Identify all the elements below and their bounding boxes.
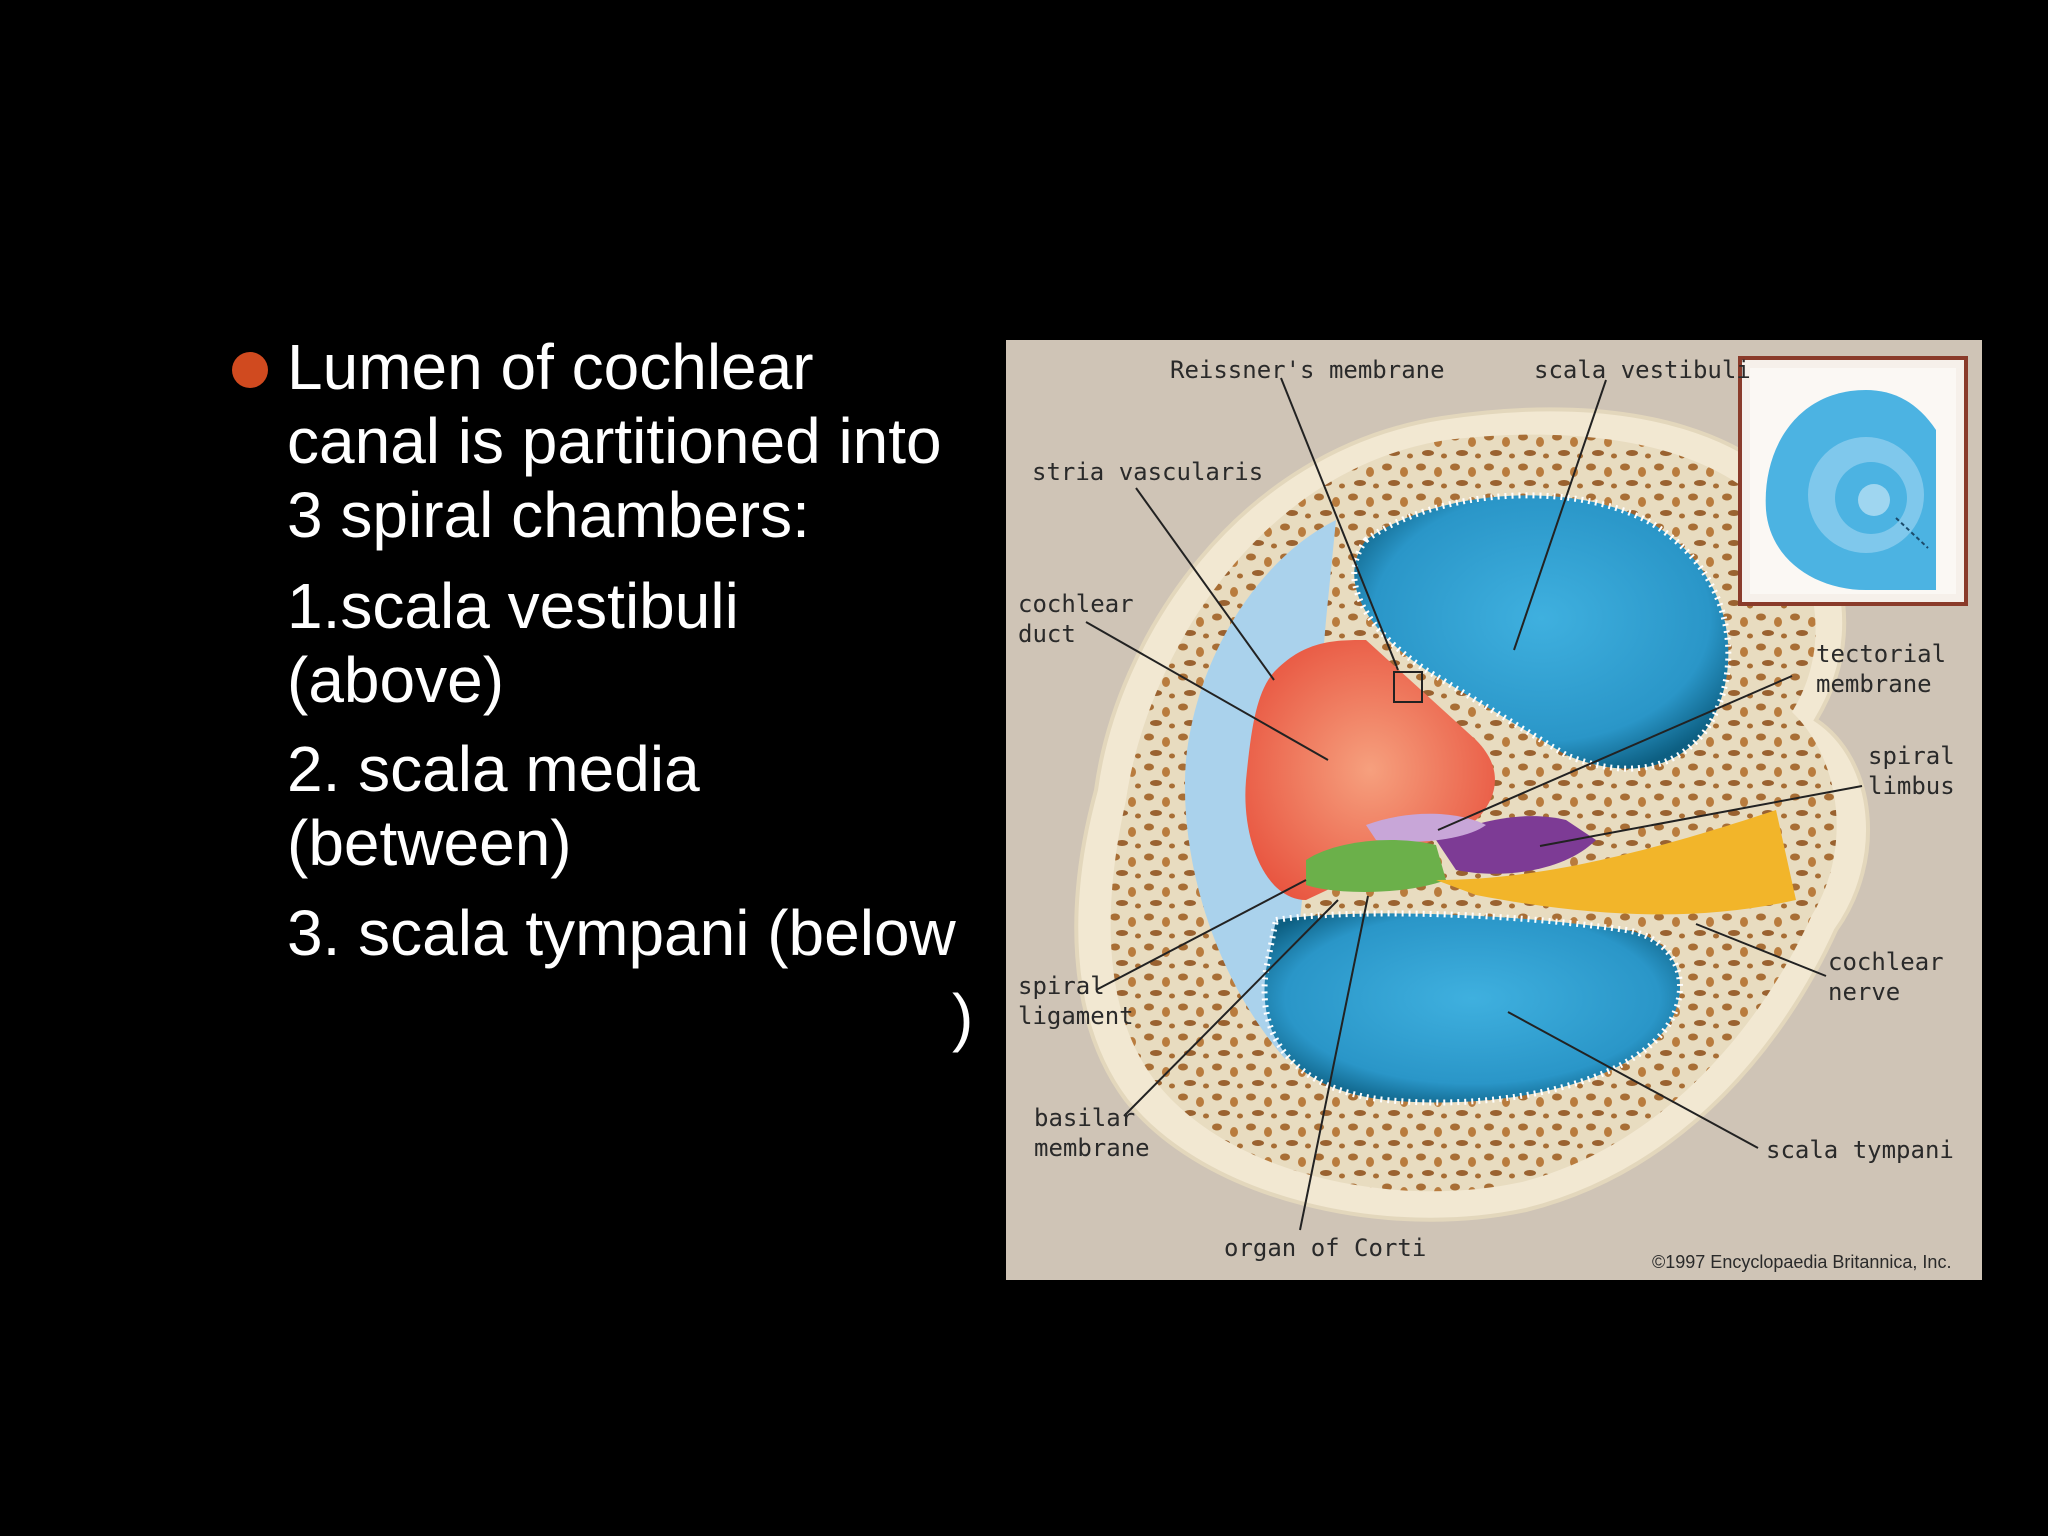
cochlea-cross-section-diagram: Reissner's membrane scala vestibuli stri… <box>1006 340 1982 1280</box>
item-2-line-2: (between) <box>287 807 572 879</box>
label-organ-of-corti: organ of Corti <box>1224 1234 1426 1262</box>
item-1-line-2: (above) <box>287 644 504 716</box>
bullet-line-3: 3 spiral chambers: <box>287 479 810 551</box>
scala-vestibuli-shape <box>1351 492 1732 772</box>
label-spiral-limbus-2: limbus <box>1868 772 1955 800</box>
item-2-line-1: 2. scala media <box>287 733 700 805</box>
label-stria-vascularis: stria vascularis <box>1032 458 1263 486</box>
label-tectorial-1: tectorial <box>1816 640 1946 668</box>
tectorial-membrane-shape <box>1366 813 1486 842</box>
bullet-line-2: canal is partitioned into <box>287 405 942 477</box>
item-1-line-1: 1.scala vestibuli <box>287 570 739 642</box>
label-cochlear-duct-2: duct <box>1018 620 1076 648</box>
slide-bullet-dot <box>232 352 268 388</box>
label-spiral-ligament-2: ligament <box>1018 1002 1134 1030</box>
item-3-line-1: 3. scala tympani (below <box>287 897 956 969</box>
label-tectorial-2: membrane <box>1816 670 1932 698</box>
label-reissners-membrane: Reissner's membrane <box>1170 356 1445 384</box>
label-scala-vestibuli: scala vestibuli <box>1534 356 1751 384</box>
scala-tympani-shape <box>1261 910 1683 1106</box>
label-basilar-2: membrane <box>1034 1134 1150 1162</box>
label-spiral-ligament-1: spiral <box>1018 972 1105 1000</box>
label-cochlear-duct-1: cochlear <box>1018 590 1134 618</box>
label-spiral-limbus-1: spiral <box>1868 742 1955 770</box>
item-3-line-2: ) <box>952 981 974 1053</box>
label-basilar-1: basilar <box>1034 1104 1135 1132</box>
label-cochlear-nerve-2: nerve <box>1828 978 1900 1006</box>
cochlea-spiral-inset <box>1738 356 1968 606</box>
organ-of-corti-shape <box>1306 840 1446 892</box>
bullet-line-1: Lumen of cochlear <box>287 331 814 403</box>
cochlear-nerve-shape <box>1436 810 1796 915</box>
label-cochlear-nerve-1: cochlear <box>1828 948 1944 976</box>
label-scala-tympani: scala tympani <box>1766 1136 1954 1164</box>
copyright-text: ©1997 Encyclopaedia Britannica, Inc. <box>1652 1252 1951 1272</box>
